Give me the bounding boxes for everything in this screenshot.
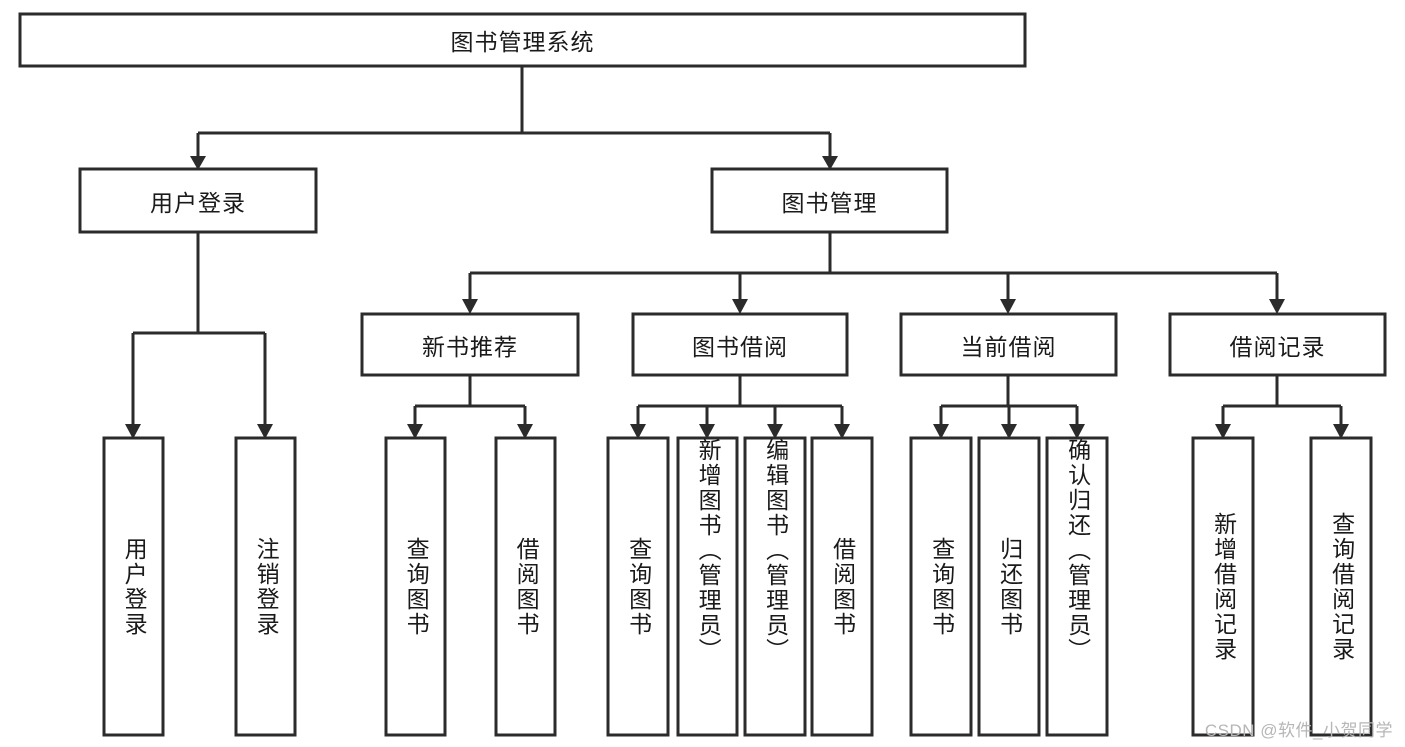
arrow-bm-to-book-borrow <box>732 299 748 314</box>
connector-group-book-manage <box>462 232 1285 314</box>
arrow-bb-leaf2 <box>699 424 715 439</box>
leaf-box-current-borrow-1[interactable] <box>977 436 1041 737</box>
arrow-root-to-user-login <box>190 156 206 170</box>
connector-group-borrow-record <box>1215 375 1349 439</box>
leaf-box-book-borrow-0[interactable] <box>606 436 670 737</box>
arrow-cb-leaf1 <box>933 424 949 439</box>
arrow-br-leaf2 <box>1333 424 1349 439</box>
leaf-box-current-borrow-0[interactable] <box>909 436 973 737</box>
leaf-box-book-borrow-2[interactable] <box>743 436 807 737</box>
leaf-box-borrow-record-0[interactable] <box>1191 436 1255 737</box>
arrow-bb-leaf3 <box>767 424 783 439</box>
node-box-current-borrow[interactable] <box>899 312 1118 377</box>
leaf-box-current-borrow-2[interactable] <box>1045 436 1109 737</box>
arrow-nb-leaf2 <box>517 424 533 439</box>
arrow-nb-leaf1 <box>407 424 423 439</box>
arrow-cb-leaf3 <box>1069 424 1085 439</box>
connector-group-book-borrow <box>630 375 850 439</box>
arrow-br-leaf1 <box>1215 424 1231 439</box>
csdn-watermark: CSDN @软件_小贺同学 <box>1204 721 1393 740</box>
leaf-box-new-book-0[interactable] <box>384 436 447 737</box>
leaf-box-user-login-1[interactable] <box>234 436 297 737</box>
arrow-cb-leaf2 <box>1001 424 1017 439</box>
leaf-box-user-login-0[interactable] <box>102 436 165 737</box>
arrow-bm-to-borrow-record <box>1269 299 1285 314</box>
connector-group-root <box>190 66 838 170</box>
arrow-bb-leaf1 <box>630 424 646 439</box>
node-box-user-login[interactable] <box>78 167 318 234</box>
arrow-user-login-leaf1 <box>125 424 141 439</box>
leaf-box-book-borrow-1[interactable] <box>676 436 739 737</box>
leaf-box-borrow-record-1[interactable] <box>1309 436 1373 737</box>
node-box-root[interactable] <box>18 12 1027 68</box>
node-box-book-manage[interactable] <box>710 167 949 234</box>
leaf-box-book-borrow-3[interactable] <box>810 436 874 737</box>
arrow-bb-leaf4 <box>834 424 850 439</box>
node-box-new-book-recommend[interactable] <box>360 312 580 377</box>
arrow-user-login-leaf2 <box>257 424 273 439</box>
connector-group-current-borrow <box>933 375 1085 439</box>
arrow-bm-to-current-borrow <box>1000 299 1016 314</box>
arrow-bm-to-new-book <box>462 299 478 314</box>
leaf-box-new-book-1[interactable] <box>494 436 557 737</box>
node-box-borrow-record[interactable] <box>1168 312 1387 377</box>
node-box-book-borrow[interactable] <box>631 312 849 377</box>
connector-group-user-login <box>125 232 273 439</box>
arrow-root-to-book-manage <box>822 156 838 170</box>
connector-group-new-book <box>407 375 533 439</box>
